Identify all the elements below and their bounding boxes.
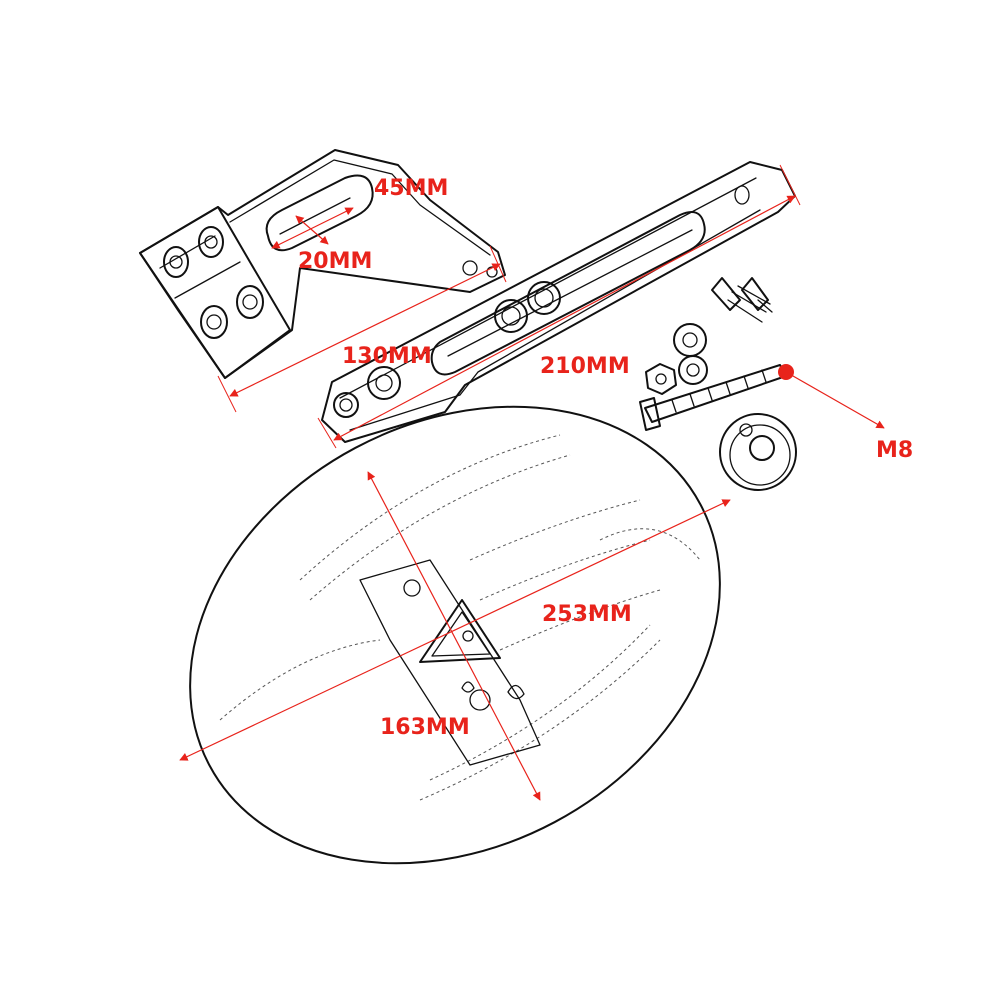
nut-icon (645, 323, 708, 395)
screw-icon (711, 277, 773, 323)
label-plate-height: 163MM (380, 715, 470, 740)
dim-line-slot-length (295, 215, 329, 245)
dim-line-bracket (229, 263, 501, 397)
block-bolts (163, 226, 264, 339)
label-plate-width: 253MM (542, 602, 632, 627)
dim-line-slot-width (271, 207, 354, 249)
dim-line-bolt (785, 371, 885, 429)
label-arm-length: 210MM (540, 354, 630, 379)
dim-line-arm (333, 195, 796, 441)
dimension-lines (179, 164, 885, 801)
dim-line-plate-height (367, 471, 541, 801)
oval-base-plate (189, 405, 721, 865)
m8-bolt-icon (639, 364, 787, 431)
dimension-labels: 45MM 20MM 130MM 210MM M8 253MM 163MM (298, 176, 913, 740)
washer-disc-icon (719, 413, 797, 491)
label-slot-width: 20MM (298, 249, 372, 274)
label-slot-length: 45MM (374, 176, 448, 201)
label-bolt-size: M8 (876, 438, 913, 463)
bolt-marker-dot (778, 364, 794, 380)
label-bracket-length: 130MM (342, 344, 432, 369)
